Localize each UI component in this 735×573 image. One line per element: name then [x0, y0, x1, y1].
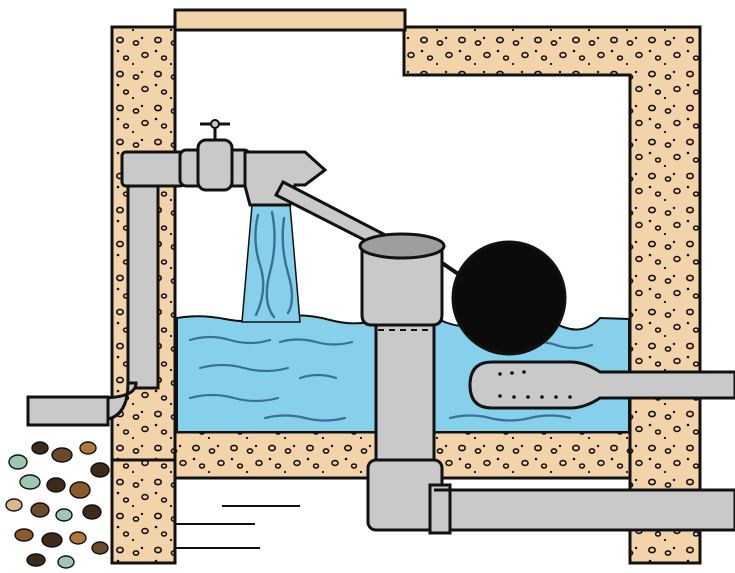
- lid-slab: [175, 10, 405, 30]
- overflow-pipe-mouth: [360, 234, 444, 258]
- flow-lines: [175, 506, 300, 548]
- supply-pipe-outlet: [28, 397, 108, 425]
- wall-bottom-left: [112, 460, 175, 563]
- gravel-bed: [6, 442, 109, 568]
- float-ball-icon: [453, 242, 565, 354]
- gate-valve-icon: [198, 120, 232, 190]
- inlet-water-stream: [242, 205, 300, 322]
